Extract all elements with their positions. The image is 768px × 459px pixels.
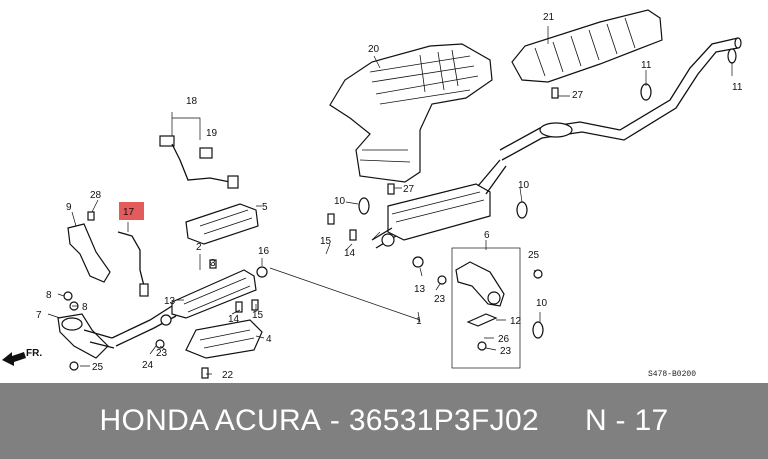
callout-10-a: 10: [334, 196, 346, 207]
callout-27-b: 27: [403, 184, 415, 195]
callout-8-a: 8: [46, 290, 52, 301]
footer-brand: HONDA ACURA: [99, 404, 322, 437]
callout-22: 22: [222, 370, 234, 381]
callout-18: 18: [186, 96, 198, 107]
callout-27-a: 27: [572, 90, 584, 101]
callout-4: 4: [266, 334, 272, 345]
tail-pipe-part: [499, 37, 742, 161]
callout-11-b: 11: [732, 82, 743, 93]
hardware-parts: [63, 48, 737, 379]
callout-15-a: 15: [252, 310, 264, 321]
callout-23-a: 23: [156, 348, 168, 359]
footer-part-number: 36531P3FJ02: [348, 404, 539, 437]
front-direction-label: FR.: [26, 348, 42, 359]
callout-26: 26: [498, 334, 510, 345]
callout-11-a: 11: [641, 60, 652, 71]
heat-shield-upper-part: [329, 43, 493, 183]
callout-24: 24: [142, 360, 154, 371]
callout-3: 3: [210, 258, 216, 269]
oxygen-sensor-part: [117, 231, 149, 297]
callout-13-a: 13: [164, 296, 176, 307]
leader-lines: [47, 26, 733, 375]
footer-caption: HONDA ACURA - 36531P3FJ02 N - 17: [0, 383, 768, 459]
callout-17: 17: [123, 207, 135, 218]
diagram-code: S478-B0200: [648, 370, 696, 379]
callout-15-b: 15: [320, 236, 332, 247]
footer-dash: -: [329, 404, 341, 437]
exhaust-system-diagram: FR. 20 21 11 11 27 27 18 19 5 28 9 17 8 …: [2, 9, 743, 381]
callout-8-b: 8: [82, 302, 88, 313]
callout-9: 9: [66, 202, 72, 213]
footer-bar: HONDA ACURA - 36531P3FJ02 N - 17: [0, 383, 768, 459]
callout-6: 6: [484, 230, 490, 241]
callout-23-c: 23: [500, 346, 512, 357]
heat-shield-rear-part: [511, 9, 663, 83]
exhaust-manifold-pipe-part: [57, 313, 115, 359]
rear-bracket-assembly-part: [451, 247, 521, 369]
footer-position: N - 17: [584, 404, 669, 437]
callout-14-a: 14: [228, 314, 240, 325]
front-pipe-part: [111, 269, 257, 347]
callout-7: 7: [36, 310, 42, 321]
callout-23-b: 23: [434, 294, 446, 305]
front-bracket-part: [67, 223, 111, 283]
target-part-highlight: [119, 202, 144, 220]
callout-2: 2: [196, 242, 202, 253]
cat-heat-shield-part: [185, 319, 263, 359]
callout-16: 16: [258, 246, 270, 257]
callout-20: 20: [368, 44, 380, 55]
callout-19: 19: [206, 128, 218, 139]
catalytic-converter-part: [185, 203, 259, 245]
callout-1: 1: [416, 316, 422, 327]
callout-10-b: 10: [518, 180, 530, 191]
callout-14-b: 14: [344, 248, 356, 259]
callout-28: 28: [90, 190, 102, 201]
rear-oxygen-sensor-part: [159, 135, 239, 189]
callout-25-b: 25: [528, 250, 540, 261]
callout-10-c: 10: [536, 298, 548, 309]
muffler-part: [371, 159, 507, 249]
callout-13-b: 13: [414, 284, 426, 295]
callout-25-a: 25: [92, 362, 104, 373]
callout-12: 12: [510, 316, 522, 327]
callout-21: 21: [543, 12, 555, 23]
front-direction-arrow-icon: [2, 352, 26, 366]
callout-5: 5: [262, 202, 268, 213]
